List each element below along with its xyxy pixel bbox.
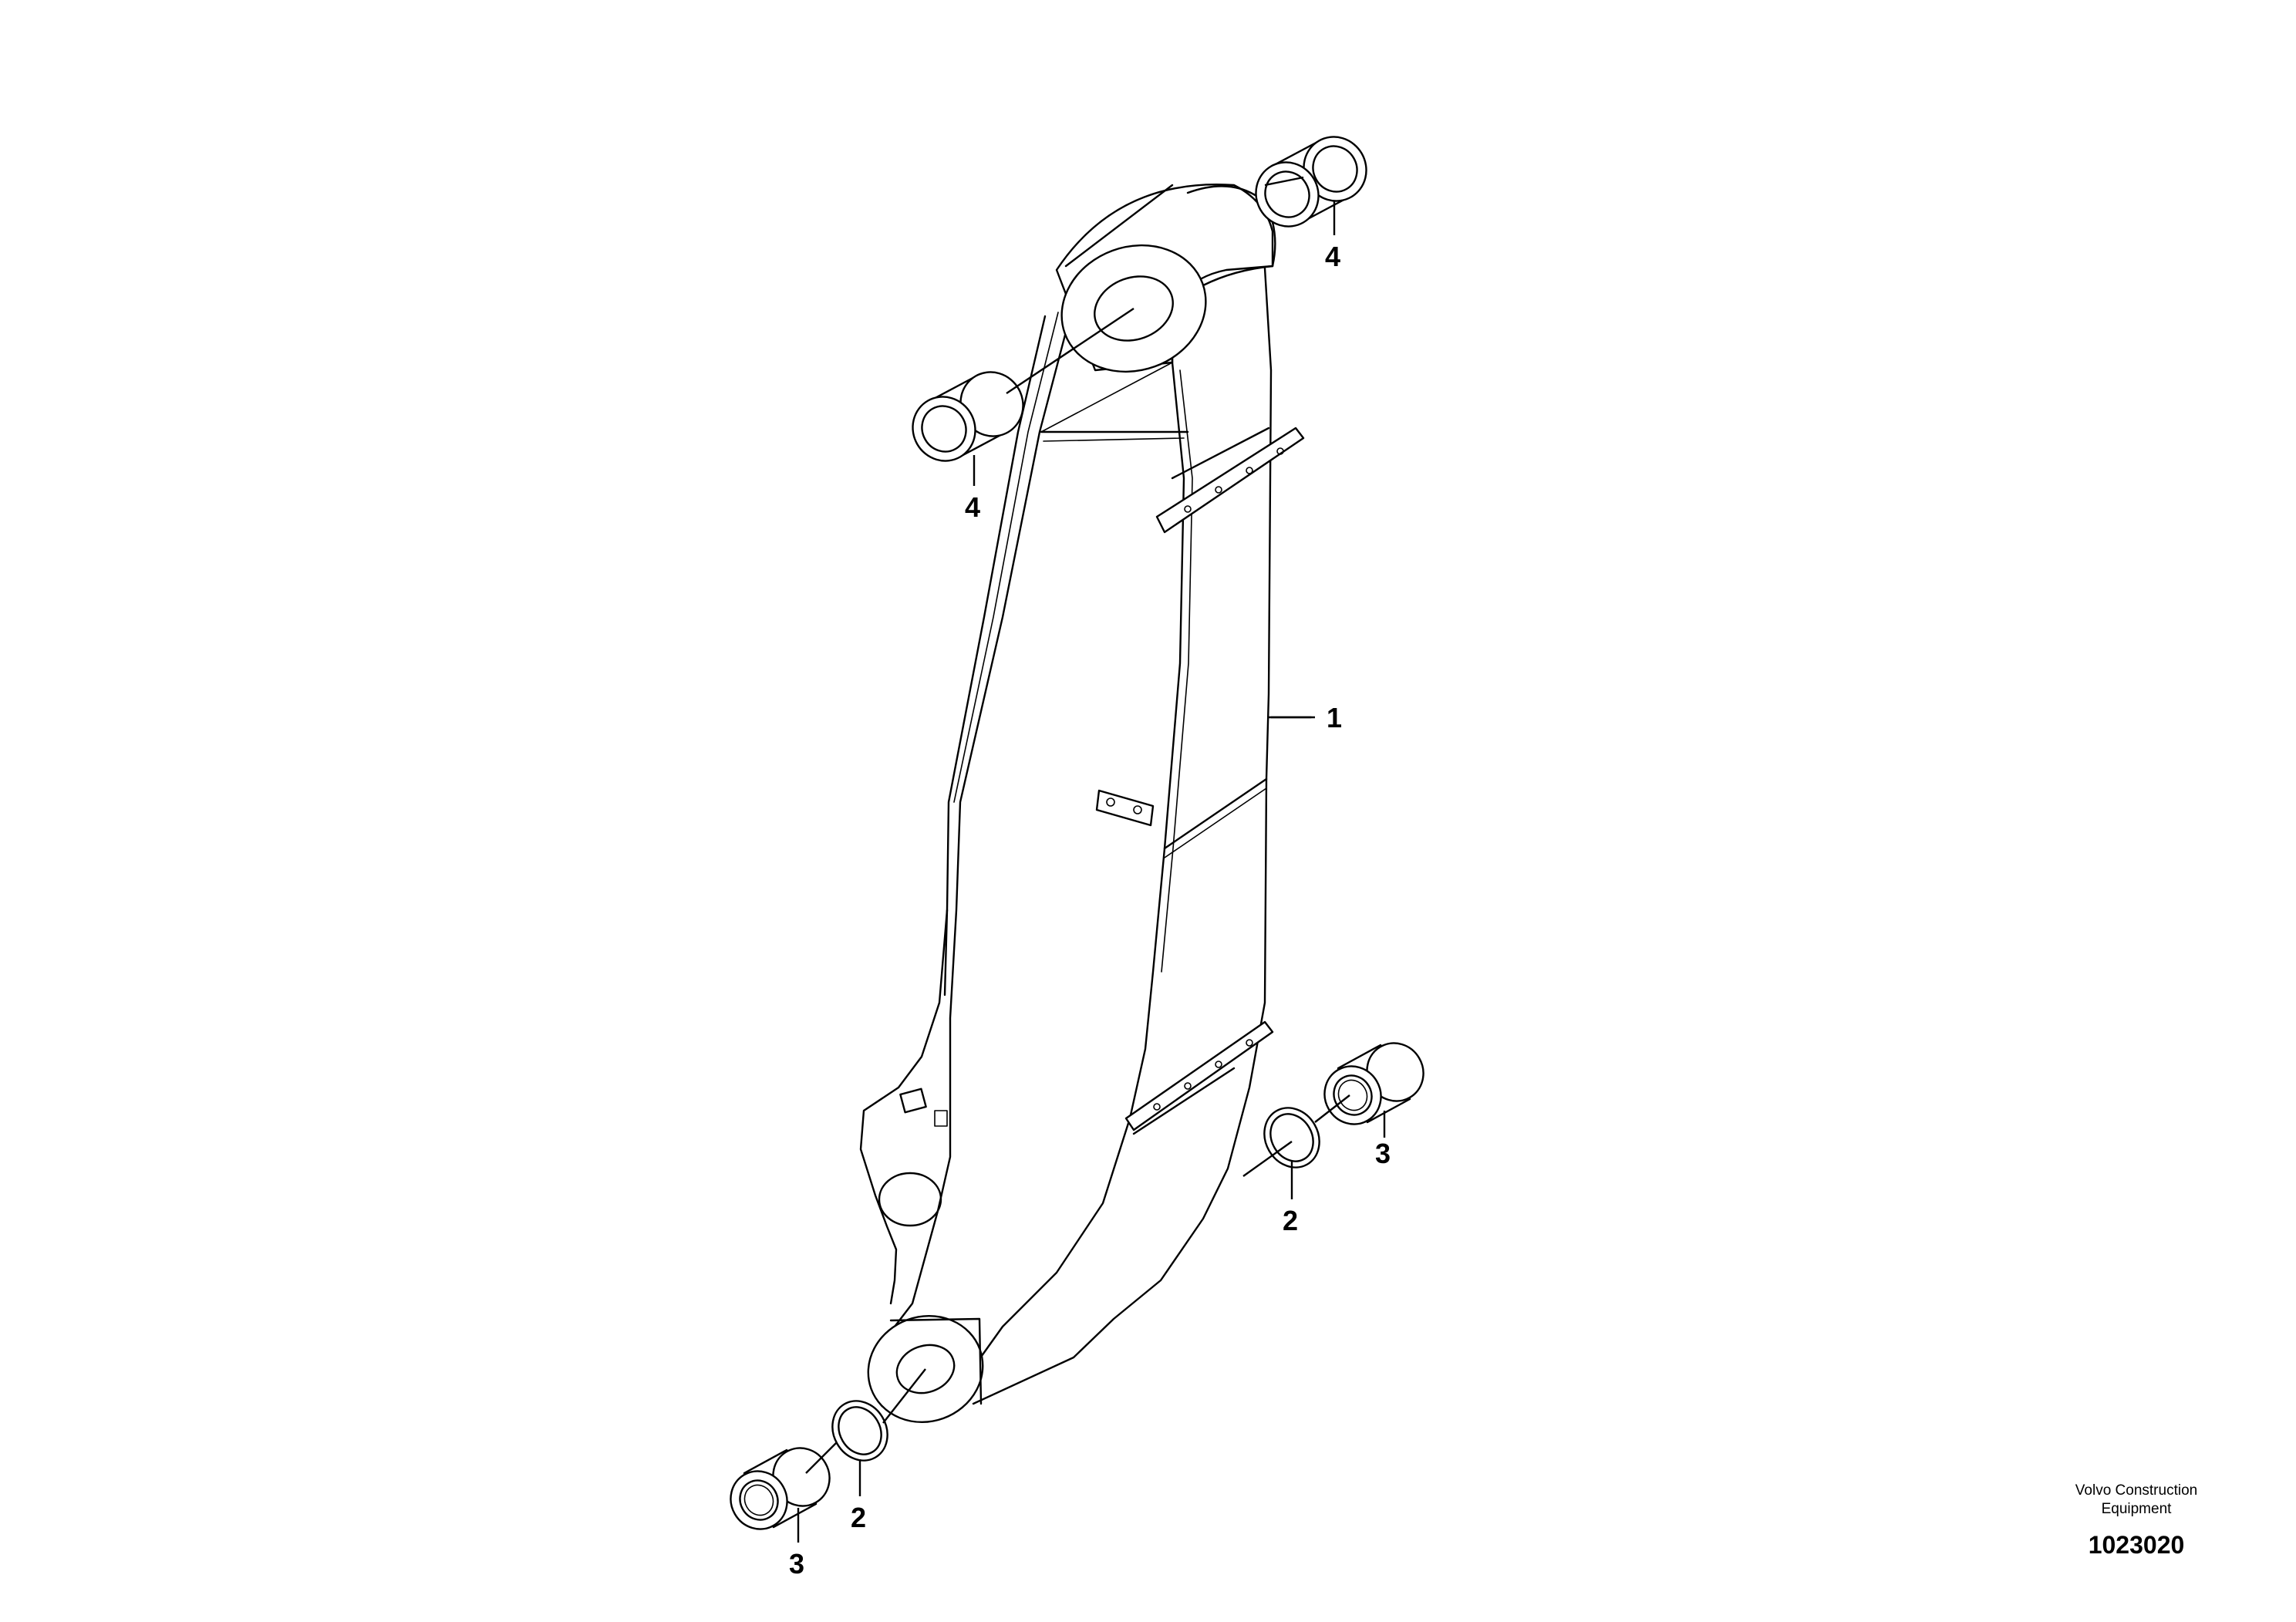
leader-lines: [797, 176, 1386, 1543]
top-boss: [1055, 184, 1276, 373]
callout-2-right: 2: [1283, 1205, 1298, 1236]
lower-strip: [1124, 1020, 1274, 1131]
callout-4-top: 4: [1325, 241, 1340, 272]
top-boss-bore-inner: [1094, 275, 1174, 342]
publisher-name: Volvo Construction: [2075, 1482, 2198, 1499]
bracket-lug: [899, 1088, 927, 1114]
upper-strip: [1155, 427, 1305, 534]
publisher-name-line2: Equipment: [2101, 1501, 2172, 1517]
ring-2-right: [1263, 1107, 1320, 1168]
bushing-4-left: [912, 371, 1024, 462]
middle-plate: [1095, 789, 1155, 827]
drawing-number: 1023020: [2088, 1531, 2185, 1559]
ring-2-left: [831, 1400, 888, 1462]
callout-4-left: 4: [965, 491, 980, 523]
bushing-3-right: [1323, 1042, 1424, 1125]
callout-1: 1: [1327, 702, 1342, 733]
bracket-hole: [878, 1172, 942, 1227]
callout-3-right: 3: [1375, 1138, 1391, 1169]
bushing-3-left: [730, 1447, 831, 1530]
callout-2-left: 2: [851, 1502, 866, 1533]
callout-3-left: 3: [789, 1548, 804, 1580]
